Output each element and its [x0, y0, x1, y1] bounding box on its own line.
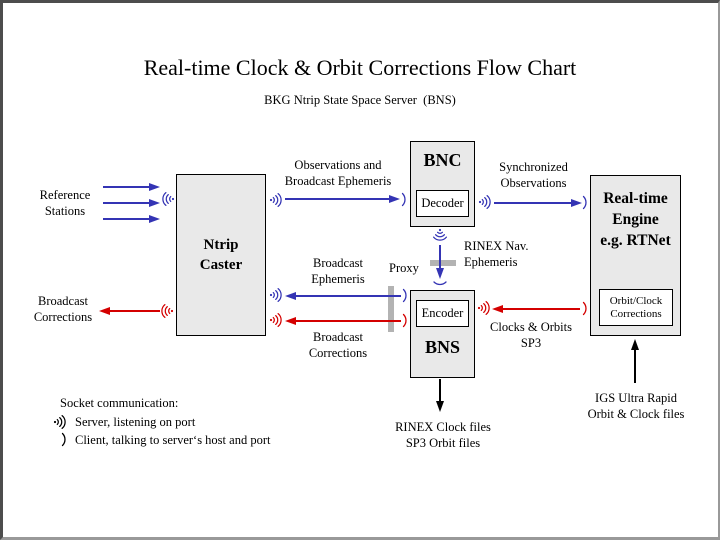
- bnc-label: BNC: [423, 150, 462, 170]
- ntrip-caster-label-line1: Ntrip: [203, 237, 239, 253]
- client-socket-icon-engine-in: [582, 195, 590, 210]
- server-socket-icon-bnc-out: [478, 194, 492, 210]
- client-socket-icon-bns-top: [433, 281, 448, 289]
- realtime-engine-box: Real-time Engine e.g. RTNet Orbit/Clock …: [590, 175, 681, 336]
- ref-station-arrow-1-head: [149, 183, 160, 191]
- reference-stations-label: Reference Stations: [39, 188, 91, 218]
- bns-to-caster-corr-arrow-head: [285, 317, 296, 325]
- server-socket-legend-icon: [53, 414, 67, 430]
- rinex-nav-label: RINEX Nav. Ephemeris: [464, 239, 529, 269]
- ref-station-arrow-2-head: [149, 199, 160, 207]
- engine-to-bns-arrow-line: [503, 308, 580, 310]
- rinex-clock-files-label: RINEX Clock files SP3 Orbit files: [395, 420, 491, 450]
- engine-label-line1: Real-time: [603, 190, 668, 207]
- server-socket-icon-bns-right: [477, 300, 491, 316]
- ref-station-arrow-1-line: [103, 186, 149, 188]
- broadcast-corrections-mid-label: Broadcast Corrections: [308, 330, 368, 360]
- decoder-label: Decoder: [421, 196, 464, 210]
- observations-label: Observations and Broadcast Ephemeris: [284, 158, 392, 188]
- orbit-clock-label-line2: Corrections: [610, 307, 662, 320]
- broadcast-corr-left-arrow-line: [110, 310, 160, 312]
- synchronized-observations-label: Synchronized Observations: [499, 160, 568, 190]
- orbit-clock-corrections-box: Orbit/Clock Corrections: [599, 289, 673, 326]
- server-socket-icon-caster-obs-right: [269, 192, 283, 208]
- caster-to-bnc-arrow-line: [285, 198, 389, 200]
- bnc-to-bns-arrow-head: [436, 268, 444, 279]
- client-socket-icon-bns-corr: [402, 313, 410, 328]
- bns-to-caster-corr-arrow-line: [296, 320, 401, 322]
- bns-output-arrow-head: [436, 401, 444, 412]
- bnc-to-bns-arrow-line: [439, 245, 441, 268]
- bnc-to-engine-arrow-line: [494, 202, 571, 204]
- caster-to-bnc-arrow-head: [389, 195, 400, 203]
- proxy-label: Proxy: [389, 261, 419, 275]
- server-socket-icon-bnc-down: [432, 228, 448, 242]
- bns-box: Encoder BNS: [410, 290, 475, 378]
- ref-station-arrow-3-head: [149, 215, 160, 223]
- proxy-bar-vertical: [388, 286, 394, 332]
- ntrip-caster-box: Ntrip Caster: [176, 174, 266, 336]
- ref-station-arrow-2-line: [103, 202, 149, 204]
- broadcast-corr-left-arrow-head: [99, 307, 110, 315]
- orbit-clock-label-line1: Orbit/Clock: [609, 294, 663, 307]
- bns-encoder-box: Encoder: [416, 300, 469, 327]
- legend-server-text: Server, listening on port: [75, 415, 196, 429]
- broadcast-ephemeris-label: Broadcast Ephemeris: [311, 256, 365, 286]
- igs-input-arrow-line: [634, 350, 636, 383]
- client-socket-icon-bnc-in: [401, 192, 409, 207]
- legend-client-text: Client, talking to server‘s host and por…: [75, 433, 271, 447]
- clocks-orbits-label: Clocks & Orbits SP3: [490, 320, 572, 350]
- proxy-bar-horizontal: [430, 260, 456, 266]
- ref-station-arrow-3-line: [103, 218, 149, 220]
- engine-to-bns-arrow-head: [492, 305, 503, 313]
- legend-heading: Socket communication:: [60, 396, 179, 410]
- encoder-label: Encoder: [421, 306, 464, 320]
- bnc-box: BNC Decoder: [410, 141, 475, 227]
- bns-output-arrow-line: [439, 379, 441, 401]
- bnc-to-engine-arrow-head: [571, 199, 582, 207]
- bnc-decoder-box: Decoder: [416, 190, 469, 217]
- engine-label-line2: Engine: [612, 211, 659, 228]
- page-subtitle: BKG Ntrip State Space Server (BNS): [264, 93, 456, 107]
- bns-label: BNS: [424, 337, 460, 357]
- bns-to-caster-eph-arrow-line: [296, 295, 401, 297]
- server-socket-icon-caster-eph-in: [269, 287, 283, 303]
- client-socket-icon-bns-eph: [402, 288, 410, 303]
- engine-label-line3: e.g. RTNet: [600, 232, 671, 249]
- igs-ultra-rapid-label: IGS Ultra Rapid Orbit & Clock files: [587, 391, 685, 421]
- server-socket-icon-caster-corr-in: [269, 312, 283, 328]
- ntrip-caster-label-line2: Caster: [199, 257, 243, 273]
- client-socket-icon-engine-out: [582, 301, 590, 316]
- server-socket-icon-caster-corr-out: [160, 303, 174, 319]
- client-socket-legend-icon: [61, 432, 69, 447]
- igs-input-arrow-head: [631, 339, 639, 350]
- bns-to-caster-eph-arrow-head: [285, 292, 296, 300]
- broadcast-corrections-left-label: Broadcast Corrections: [33, 294, 93, 324]
- server-socket-icon-caster-obs-in: [161, 191, 175, 207]
- page-title: Real-time Clock & Orbit Corrections Flow…: [143, 55, 577, 80]
